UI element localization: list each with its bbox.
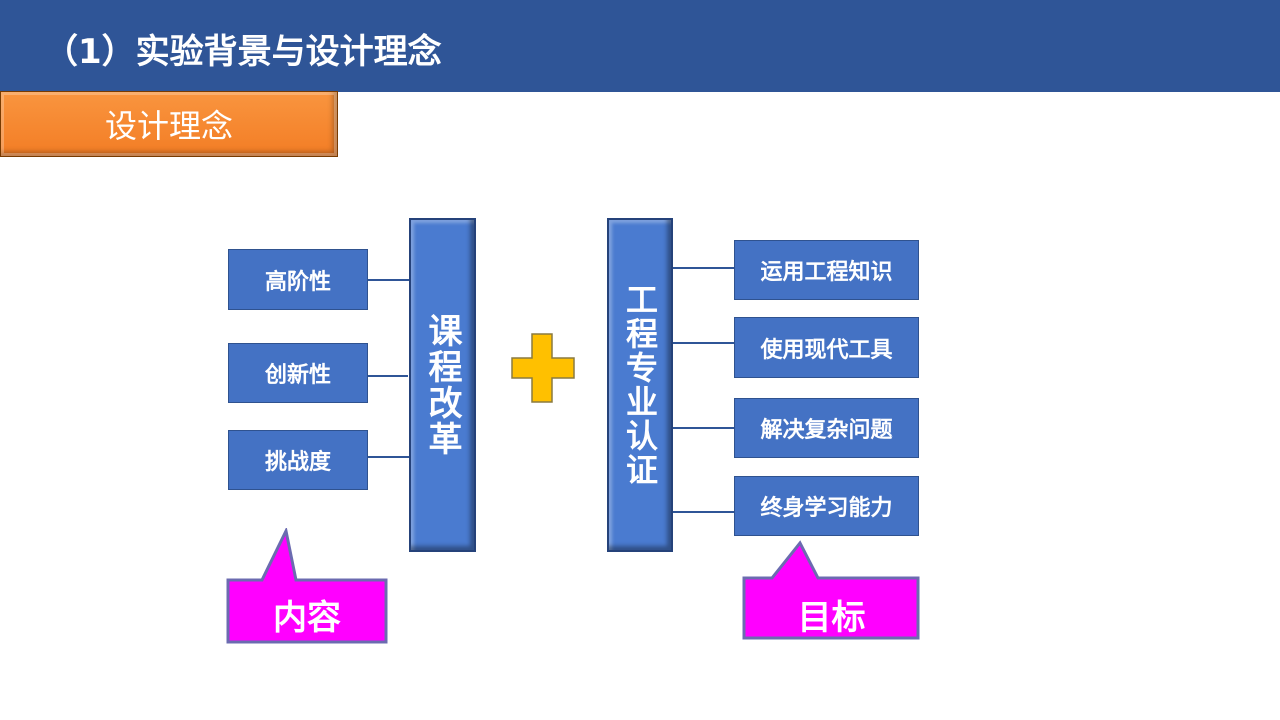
- connector-line: [368, 279, 410, 281]
- course-reform-column: 课程改革: [409, 218, 476, 552]
- connector-line: [673, 511, 734, 513]
- content-item: 高阶性: [228, 249, 368, 310]
- header-bar: [0, 0, 1280, 92]
- content-callout-shape: [226, 528, 388, 644]
- goal-callout-shape: [742, 540, 920, 640]
- connector-line: [673, 267, 734, 269]
- connector-line: [673, 427, 734, 429]
- connector-line: [368, 456, 410, 458]
- content-callout-label: 内容: [273, 598, 341, 638]
- connector-line: [368, 375, 408, 377]
- plus-icon: [511, 333, 575, 403]
- section-tag: 设计理念: [0, 91, 338, 157]
- content-item: 创新性: [228, 343, 368, 403]
- goal-item: 使用现代工具: [734, 317, 919, 378]
- goal-item: 解决复杂问题: [734, 398, 919, 458]
- goal-item: 终身学习能力: [734, 476, 919, 536]
- goal-callout-label: 目标: [797, 598, 866, 638]
- content-item: 挑战度: [228, 430, 368, 490]
- goal-item: 运用工程知识: [734, 240, 919, 300]
- engineering-accreditation-column: 工程专业认证: [607, 218, 673, 552]
- connector-line: [673, 342, 734, 344]
- page-title: （1）实验背景与设计理念: [44, 32, 442, 72]
